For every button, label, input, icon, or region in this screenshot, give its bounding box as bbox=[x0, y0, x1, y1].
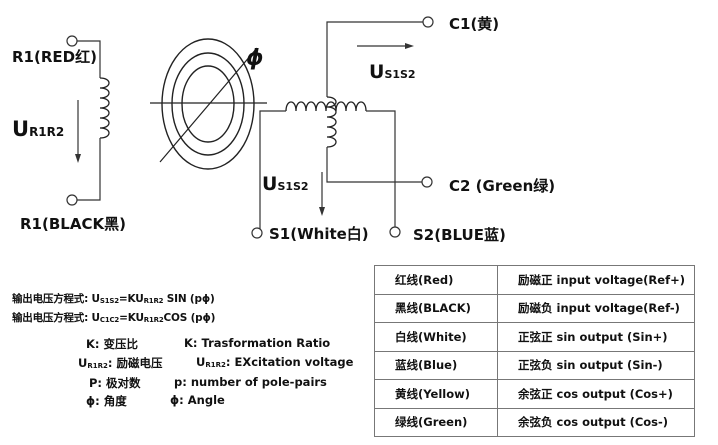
signal-function-cell: 余弦正 cos output (Cos+) bbox=[497, 379, 695, 409]
sin-coil bbox=[285, 101, 367, 112]
r1-red-terminal bbox=[66, 35, 78, 47]
c2-label: C2 (Green绿) bbox=[449, 177, 555, 195]
legend-phi-cn: ϕ: 角度 bbox=[86, 394, 127, 408]
c1-terminal bbox=[422, 16, 434, 28]
table-row: 黄线(Yellow) 余弦正 cos output (Cos+) bbox=[374, 379, 695, 409]
wire-color-cell: 黄线(Yellow) bbox=[374, 379, 498, 409]
u-r1r2-label: UR1R2 bbox=[12, 117, 64, 141]
excitation-winding bbox=[66, 35, 110, 206]
table-row: 蓝线(Blue) 正弦负 sin output (Sin-) bbox=[374, 350, 695, 380]
table-row: 白线(White) 正弦正 sin output (Sin+) bbox=[374, 322, 695, 352]
legend-k-cn: K: 变压比 bbox=[86, 337, 139, 351]
sin-output-equation: 输出电压方程式: US1S2=KUR1R2 SIN (pϕ) bbox=[12, 293, 215, 305]
signal-function-cell: 励磁正 input voltage(Ref+) bbox=[497, 265, 695, 295]
c2-terminal bbox=[421, 176, 433, 188]
legend-p-cn: P: 极对数 bbox=[89, 376, 141, 390]
cos-output-equation: 输出电压方程式: UC1C2=KUR1R2COS (pϕ) bbox=[12, 312, 216, 324]
table-row: 黑线(BLACK) 励磁负 input voltage(Ref-) bbox=[374, 293, 695, 323]
legend-u-cn: UR1R2: 励磁电压 bbox=[78, 356, 163, 370]
wire-color-cell: 白线(White) bbox=[374, 322, 498, 352]
s1-label: S1(White白) bbox=[269, 225, 369, 243]
table-row: 红线(Red) 励磁正 input voltage(Ref+) bbox=[374, 265, 695, 295]
s2-label: S2(BLUE蓝) bbox=[413, 226, 506, 244]
signal-function-cell: 正弦正 sin output (Sin+) bbox=[497, 322, 695, 352]
r1-red-label: R1(RED红) bbox=[12, 48, 97, 66]
r1-black-label: R1(BLACK黑) bbox=[20, 215, 126, 233]
wire-color-cell: 红线(Red) bbox=[374, 265, 498, 295]
excitation-coil bbox=[99, 77, 110, 139]
rotor-ring bbox=[150, 38, 267, 170]
u-s1s2-mid-label: US1S2 bbox=[262, 173, 309, 195]
legend-u-en: UR1R2: EXcitation voltage bbox=[196, 355, 354, 369]
wire-color-cell: 黑线(BLACK) bbox=[374, 293, 498, 323]
signal-function-cell: 励磁负 input voltage(Ref-) bbox=[497, 293, 695, 323]
pin-definition-table: 红线(Red) 励磁正 input voltage(Ref+) 黑线(BLACK… bbox=[374, 265, 695, 437]
s1-terminal bbox=[251, 227, 263, 239]
legend-phi-en: ϕ: Angle bbox=[170, 393, 225, 407]
legend-p-en: p: number of pole-pairs bbox=[174, 375, 327, 389]
cos-coil bbox=[326, 96, 337, 148]
legend-k-en: K: Trasformation Ratio bbox=[184, 336, 331, 350]
r1-black-terminal bbox=[66, 194, 78, 206]
output-windings bbox=[251, 16, 434, 239]
s2-terminal bbox=[389, 226, 401, 238]
table-row: 绿线(Green) 余弦负 cos output (Cos-) bbox=[374, 407, 695, 437]
signal-function-cell: 正弦负 sin output (Sin-) bbox=[497, 350, 695, 380]
c1-label: C1(黄) bbox=[449, 15, 499, 33]
wire-color-cell: 蓝线(Blue) bbox=[374, 350, 498, 380]
signal-function-cell: 余弦负 cos output (Cos-) bbox=[497, 407, 695, 437]
u-s1s2-top-label: US1S2 bbox=[369, 61, 416, 83]
phi-symbol: ϕ bbox=[246, 46, 264, 71]
wire-color-cell: 绿线(Green) bbox=[374, 407, 498, 437]
